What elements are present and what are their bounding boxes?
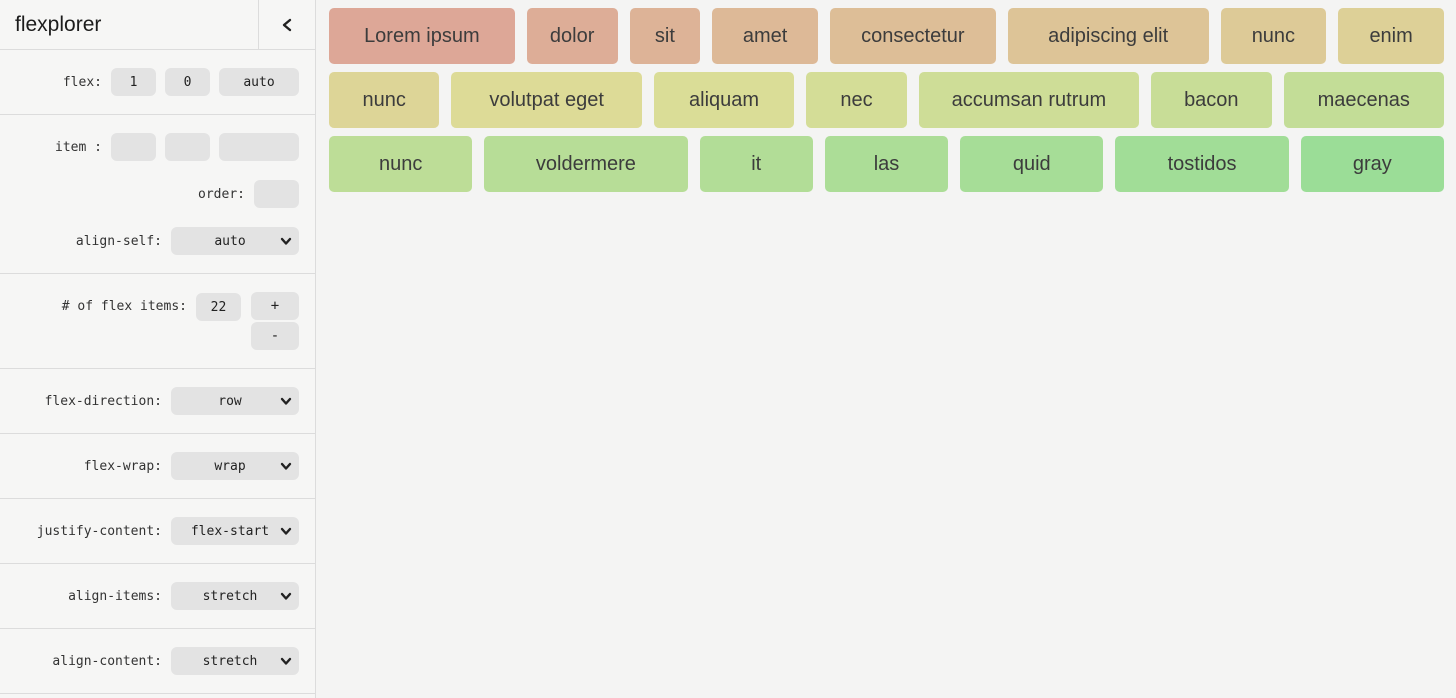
align-self-label: align-self: — [75, 233, 162, 249]
remove-item-button[interactable]: - — [251, 322, 299, 350]
align-items-label: align-items: — [68, 588, 162, 604]
align-self-select[interactable]: auto — [171, 227, 299, 255]
item-label: item : — [55, 139, 102, 155]
flex-item[interactable]: accumsan rutrum — [918, 72, 1140, 128]
chevron-left-icon — [282, 18, 292, 31]
flex-direction-label: flex-direction: — [44, 393, 162, 409]
flex-item[interactable]: it — [699, 136, 813, 192]
chevron-down-icon — [280, 527, 292, 535]
item-grow-input[interactable] — [111, 133, 156, 161]
flex-item[interactable]: tostidos — [1115, 136, 1289, 192]
flex-item[interactable]: voldermere — [484, 136, 688, 192]
group-align-items: align-items: stretch — [0, 564, 315, 629]
chevron-down-icon — [280, 397, 292, 405]
chevron-down-icon — [280, 237, 292, 245]
order-input[interactable] — [254, 180, 299, 208]
flex-item[interactable]: bacon — [1151, 72, 1272, 128]
flex-item[interactable]: maecenas — [1283, 72, 1444, 128]
group-justify-content: justify-content: flex-start — [0, 499, 315, 564]
flex-item[interactable]: sit — [629, 8, 701, 64]
flex-item[interactable]: aliquam — [653, 72, 795, 128]
group-count: # of flex items: + - — [0, 274, 315, 369]
group-flex: flex: — [0, 50, 315, 115]
group-align-content: align-content: stretch — [0, 629, 315, 694]
align-content-label: align-content: — [52, 653, 162, 669]
flex-item[interactable]: enim — [1338, 8, 1444, 64]
group-item: item : order: align-self: auto — [0, 115, 315, 274]
group-flex-direction: flex-direction: row — [0, 369, 315, 434]
item-shrink-input[interactable] — [165, 133, 210, 161]
num-items-label: # of flex items: — [61, 299, 187, 314]
order-label: order: — [198, 186, 245, 202]
flex-item[interactable]: nec — [806, 72, 907, 128]
flex-item[interactable]: las — [824, 136, 949, 192]
align-content-select[interactable]: stretch — [171, 647, 299, 675]
flex-item[interactable]: dolor — [526, 8, 618, 64]
flex-item[interactable]: consectetur — [830, 8, 996, 64]
align-items-select[interactable]: stretch — [171, 582, 299, 610]
justify-content-label: justify-content: — [36, 523, 162, 539]
flex-item[interactable]: volutpat eget — [451, 72, 642, 128]
chevron-down-icon — [280, 592, 292, 600]
sidebar: flexplorer flex: item : order: align-se — [0, 0, 316, 698]
sidebar-header: flexplorer — [0, 0, 315, 50]
group-flex-wrap: flex-wrap: wrap — [0, 434, 315, 499]
flex-wrap-select[interactable]: wrap — [171, 452, 299, 480]
flex-label: flex: — [62, 74, 102, 90]
sidebar-collapse-button[interactable] — [258, 0, 315, 49]
flex-shrink-input[interactable] — [165, 68, 210, 96]
flex-item[interactable]: nunc — [1220, 8, 1327, 64]
flex-item[interactable]: quid — [960, 136, 1104, 192]
flex-wrap-label: flex-wrap: — [83, 458, 162, 474]
add-item-button[interactable]: + — [251, 292, 299, 320]
flex-item[interactable]: gray — [1300, 136, 1444, 192]
num-items-input[interactable] — [196, 293, 241, 321]
flex-item[interactable]: amet — [712, 8, 818, 64]
chevron-down-icon — [280, 462, 292, 470]
flex-item[interactable]: Lorem ipsum — [329, 8, 515, 64]
flex-item[interactable]: nunc — [329, 136, 473, 192]
chevron-down-icon — [280, 657, 292, 665]
app-title: flexplorer — [15, 12, 102, 36]
flex-basis-input[interactable] — [219, 68, 299, 96]
flex-grow-input[interactable] — [111, 68, 156, 96]
flex-item[interactable]: adipiscing elit — [1007, 8, 1209, 64]
flex-item[interactable]: nunc — [329, 72, 440, 128]
item-basis-input[interactable] — [219, 133, 299, 161]
justify-content-select[interactable]: flex-start — [171, 517, 299, 545]
flex-direction-select[interactable]: row — [171, 387, 299, 415]
